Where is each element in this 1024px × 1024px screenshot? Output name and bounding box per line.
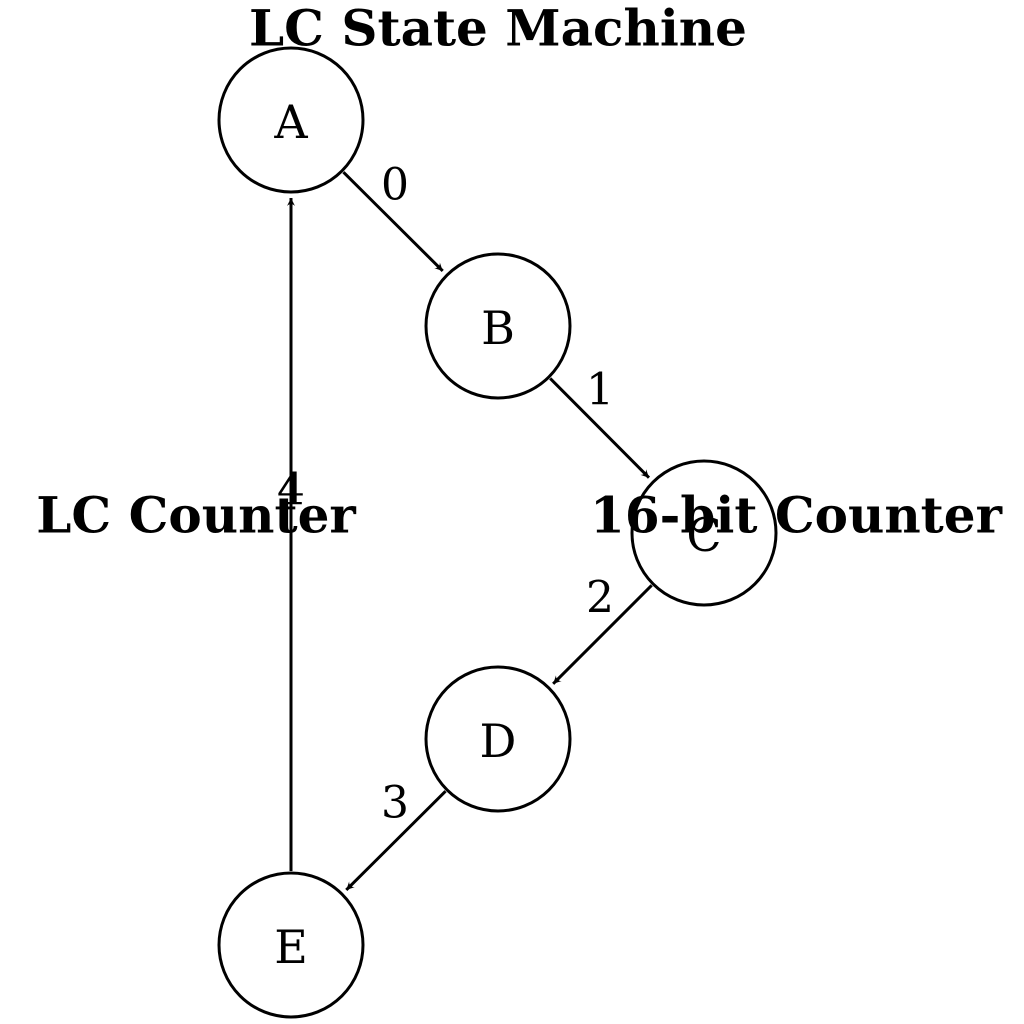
edge-c-d: 2 [552,573,653,685]
nodes-layer: A B C D E [217,46,778,1019]
edge-arrow [552,584,653,685]
edge-label: 0 [381,160,409,211]
edge-arrow [345,790,447,892]
edge-a-b: 0 [342,160,444,273]
edge-b-c: 1 [549,365,651,479]
state-circle [217,46,365,194]
edge-label: 2 [586,573,614,624]
edge-arrow [549,377,651,479]
state-circle [630,459,778,607]
state-node-d: D [424,665,572,813]
state-label: A [273,95,308,149]
state-circle [424,665,572,813]
state-node-b: B [424,252,572,400]
state-label: D [480,714,517,768]
state-label: C [686,508,721,562]
edges-layer: 0 1 2 3 4 [277,160,653,892]
state-node-e: E [217,871,365,1019]
state-label: E [274,920,308,974]
state-node-a: A [217,46,365,194]
edge-label: 4 [277,465,305,516]
sixteen-bit-counter-label: 16-bit Counter [590,486,1003,545]
lc-counter-label: LC Counter [36,486,356,545]
state-circle [217,871,365,1019]
edge-d-e: 3 [345,778,447,892]
edge-arrow [342,171,444,273]
diagram-title: LC State Machine [249,0,747,58]
state-label: B [481,301,515,355]
state-node-c: C [630,459,778,607]
edge-label: 3 [381,778,409,829]
edge-e-a: 4 [277,198,305,871]
edge-label: 1 [586,365,614,416]
state-circle [424,252,572,400]
